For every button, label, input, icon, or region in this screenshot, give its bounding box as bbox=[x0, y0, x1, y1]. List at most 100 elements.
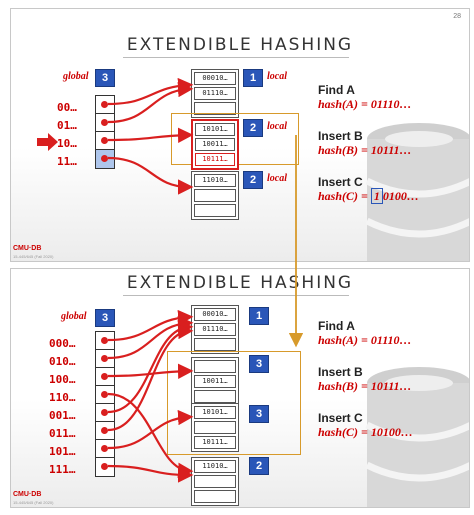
directory-label: 10… bbox=[57, 137, 77, 150]
bucket: 00010… 01110… bbox=[191, 305, 239, 354]
directory-slot[interactable] bbox=[96, 440, 114, 458]
op-hash: hash(A) = 01110… bbox=[318, 97, 412, 111]
pointer-dot bbox=[101, 101, 108, 108]
pointer-dot bbox=[101, 391, 108, 398]
pointer-dot bbox=[101, 119, 108, 126]
directory-label: 01… bbox=[57, 119, 77, 132]
bucket: 10011… bbox=[191, 357, 239, 406]
directory-slot[interactable] bbox=[96, 96, 114, 114]
title-divider bbox=[123, 295, 349, 296]
local-depth-badge: 1 bbox=[243, 69, 263, 87]
database-cylinder-icon bbox=[365, 123, 469, 261]
bucket-entry bbox=[194, 189, 236, 202]
current-slot-arrow-icon bbox=[37, 133, 58, 151]
bucket-entry: 10111… bbox=[194, 436, 236, 449]
directory-slot[interactable] bbox=[96, 368, 114, 386]
directory-slot[interactable] bbox=[96, 386, 114, 404]
highlighted-bit: 1 bbox=[370, 188, 383, 204]
directory-label: 11… bbox=[57, 155, 77, 168]
global-depth-badge: 3 bbox=[95, 69, 115, 87]
split-highlight-box bbox=[167, 351, 301, 455]
directory-label: 101… bbox=[49, 445, 76, 458]
page-number: 28 bbox=[453, 13, 461, 20]
pointer-dot bbox=[101, 427, 108, 434]
slide-top: 28 EXTENDIBLE HASHING global 3 00… 01… 1… bbox=[10, 8, 470, 262]
pointer-dot bbox=[101, 445, 108, 452]
directory-slot[interactable] bbox=[96, 332, 114, 350]
local-label: local bbox=[267, 71, 287, 82]
op-hash: hash(C) = 10100… bbox=[318, 425, 413, 439]
directory-slot[interactable] bbox=[96, 458, 114, 476]
pointer-dot bbox=[101, 409, 108, 416]
bucket-entry: 11010… bbox=[194, 460, 236, 473]
bucket-entry bbox=[194, 475, 236, 488]
directory-slot[interactable] bbox=[96, 150, 114, 168]
bucket-entry: 00010… bbox=[194, 72, 236, 85]
directory-label: 010… bbox=[49, 355, 76, 368]
global-depth-badge: 3 bbox=[95, 309, 115, 327]
slide-title: EXTENDIBLE HASHING bbox=[126, 35, 354, 55]
global-label: global bbox=[61, 311, 87, 322]
bucket-entry: 01110… bbox=[194, 323, 236, 336]
bucket-entry bbox=[194, 421, 236, 434]
directory-slot[interactable] bbox=[96, 404, 114, 422]
directory-label: 100… bbox=[49, 373, 76, 386]
pointer-arrows bbox=[107, 77, 194, 195]
pointer-dot bbox=[101, 463, 108, 470]
pointer-dot bbox=[101, 373, 108, 380]
slide-bottom: EXTENDIBLE HASHING global 3 000… 010… 10… bbox=[10, 268, 470, 508]
directory-slot[interactable] bbox=[96, 132, 114, 150]
course-label: 15-445/645 (Fall 2020) bbox=[13, 254, 54, 259]
pointer-arrows bbox=[107, 309, 194, 483]
bucket-entry: 00010… bbox=[194, 308, 236, 321]
local-depth-badge: 2 bbox=[243, 119, 263, 137]
pointer-dot bbox=[101, 355, 108, 362]
bucket-entry bbox=[194, 102, 236, 115]
op-hash: hash(A) = 01110… bbox=[318, 333, 412, 347]
bucket: 11010… bbox=[191, 457, 239, 506]
directory-label: 00… bbox=[57, 101, 77, 114]
directory-slot[interactable] bbox=[96, 350, 114, 368]
bucket-entry-new: 10111… bbox=[195, 153, 235, 166]
directory-label: 111… bbox=[49, 463, 76, 476]
pointer-dot bbox=[101, 337, 108, 344]
cmu-db-logo: CMU·DB bbox=[13, 245, 42, 252]
directory-label: 001… bbox=[49, 409, 76, 422]
bucket-entry bbox=[194, 204, 236, 217]
directory-label: 110… bbox=[49, 391, 76, 404]
op-label: Find A bbox=[318, 83, 355, 97]
bucket-entry: 10011… bbox=[195, 138, 235, 151]
database-cylinder-icon bbox=[365, 367, 469, 507]
title-divider bbox=[123, 57, 349, 58]
op-label: Insert B bbox=[318, 129, 363, 143]
bucket-entry: 10011… bbox=[194, 375, 236, 388]
op-label: Find A bbox=[318, 319, 355, 333]
bucket: 10101… 10111… bbox=[191, 403, 239, 452]
directory-column bbox=[95, 331, 115, 477]
pointer-dot bbox=[101, 155, 108, 162]
directory-slot[interactable] bbox=[96, 114, 114, 132]
directory-slot[interactable] bbox=[96, 422, 114, 440]
directory-label: 000… bbox=[49, 337, 76, 350]
op-hash: hash(B) = 10111… bbox=[318, 379, 412, 393]
directory-column bbox=[95, 95, 115, 169]
bucket-overflow: 10101… 10011… 10111… bbox=[191, 119, 239, 170]
global-label: global bbox=[63, 71, 89, 82]
local-label: local bbox=[267, 121, 287, 132]
bucket-entry bbox=[194, 338, 236, 351]
local-label: local bbox=[267, 173, 287, 184]
bucket-entry bbox=[194, 490, 236, 503]
directory-label: 011… bbox=[49, 427, 76, 440]
op-label: Insert B bbox=[318, 365, 363, 379]
bucket-entry: 01110… bbox=[194, 87, 236, 100]
bucket-entry bbox=[194, 360, 236, 373]
bucket-entry: 10101… bbox=[195, 123, 235, 136]
local-depth-badge: 1 bbox=[249, 307, 269, 325]
local-depth-badge: 3 bbox=[249, 355, 269, 373]
op-hash: hash(B) = 10111… bbox=[318, 143, 412, 157]
local-depth-badge: 3 bbox=[249, 405, 269, 423]
local-depth-badge: 2 bbox=[249, 457, 269, 475]
local-depth-badge: 2 bbox=[243, 171, 263, 189]
